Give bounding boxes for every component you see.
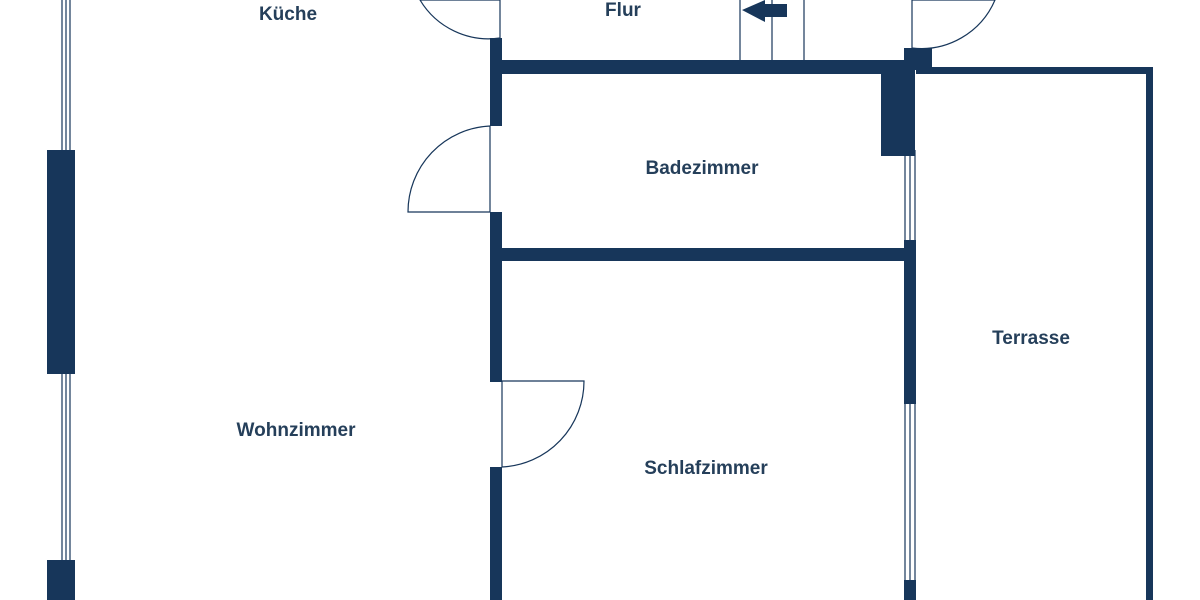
door-flur-left [419, 0, 501, 40]
door-schlafzimmer [501, 380, 585, 468]
wall-wohnzimmer-right [490, 38, 502, 600]
window-left-upper [61, 0, 71, 150]
terrasse-outline [916, 67, 1153, 600]
entrance-arrow-icon [742, 0, 787, 22]
room-label-badezimmer: Badezimmer [645, 158, 759, 179]
wall-flur-bad [490, 60, 915, 74]
room-label-terrasse: Terrasse [992, 328, 1070, 349]
room-label-kueche: Küche [258, 4, 318, 25]
window-bad-terrasse [904, 150, 916, 240]
wall-terrasse-left [904, 150, 916, 600]
window-schlaf-terrasse [904, 404, 916, 580]
room-label-wohnzimmer: Wohnzimmer [236, 420, 356, 441]
window-left-lower [61, 374, 71, 560]
door-flur-right [911, 0, 996, 50]
corner-post [904, 48, 932, 70]
left-exterior-wall [47, 0, 75, 600]
door-badezimmer [407, 125, 491, 213]
wall-bad-schlaf [502, 248, 912, 261]
room-label-schlafzimmer: Schlafzimmer [644, 458, 768, 479]
shaft [881, 64, 915, 156]
room-label-flur: Flur [605, 0, 641, 21]
